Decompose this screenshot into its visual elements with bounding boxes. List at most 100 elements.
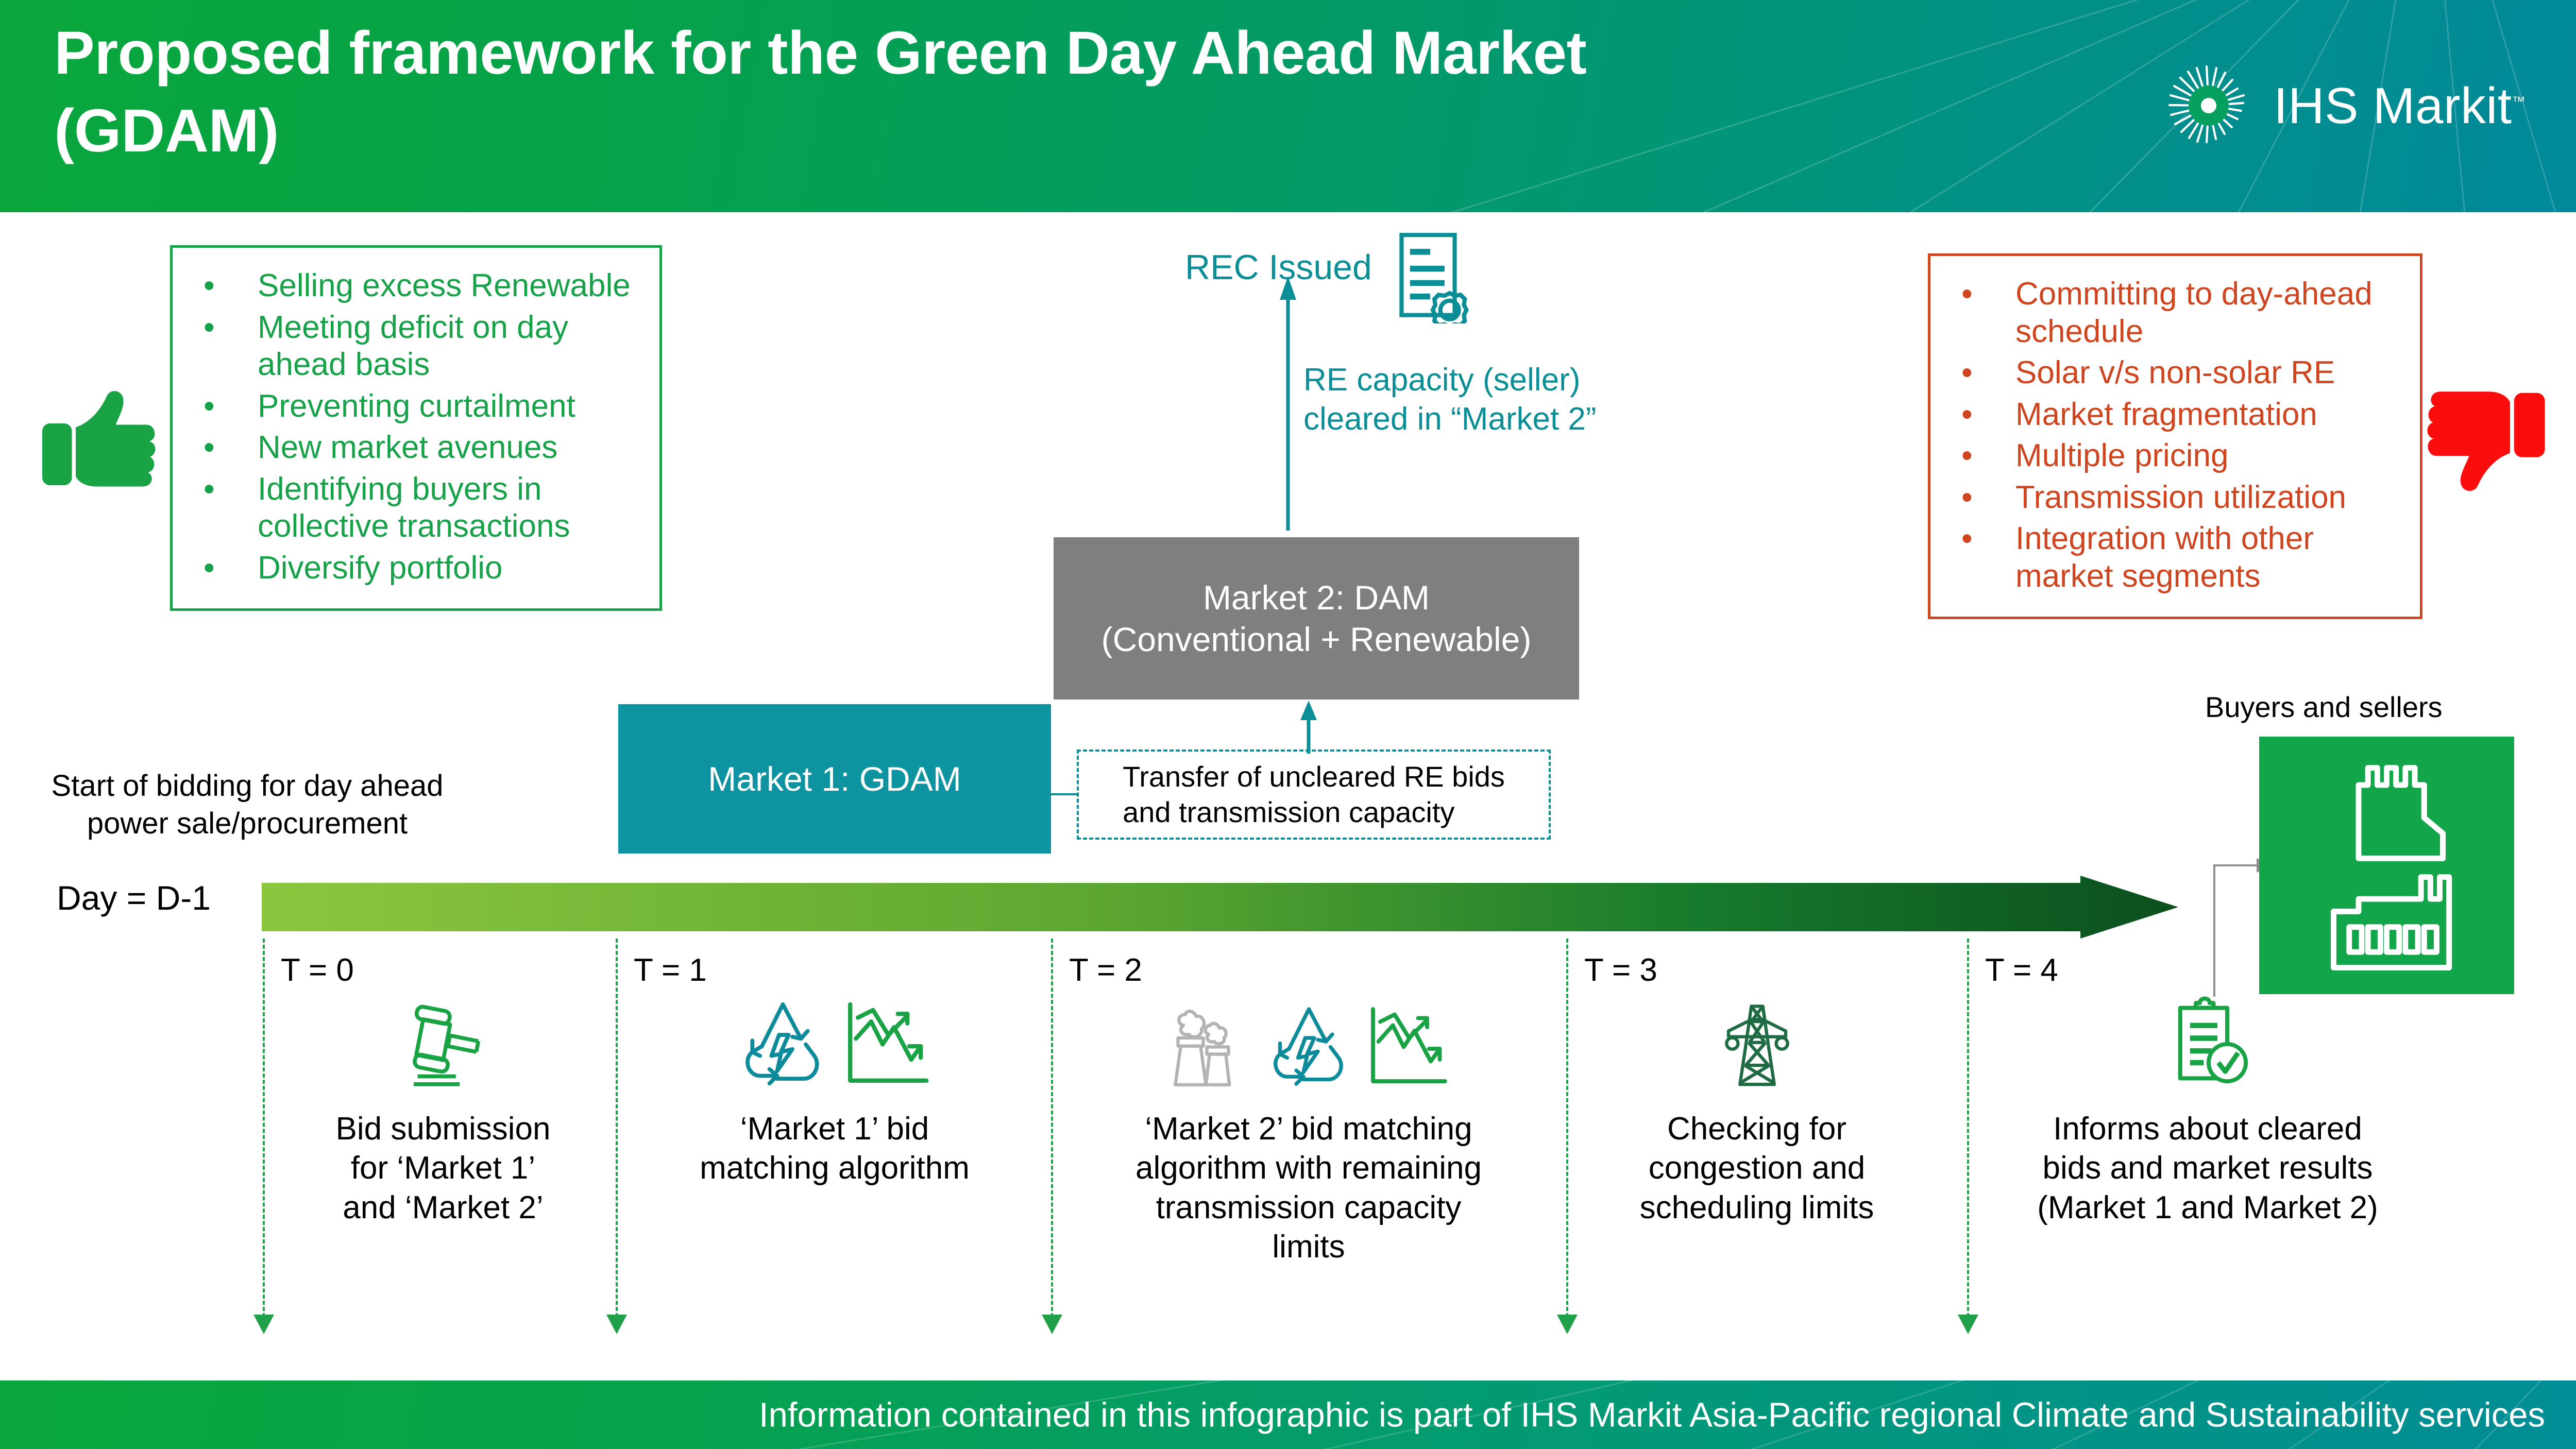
page-title: Proposed framework for the Green Day Ahe… [54,19,1587,165]
tick-arrow-t2 [1042,1315,1062,1334]
brand-wordmark: IHS Markit™ [2274,77,2526,135]
transfer-note-box: Transfer of uncleared RE bids and transm… [1077,749,1551,840]
benefit-text: Meeting deficit on day ahead basis [258,309,569,383]
line-chart-icon [848,1002,929,1083]
footer-decorative-rays [795,1380,2542,1449]
factory-icon [2355,765,2446,861]
ihs-markit-spiral-icon [2168,65,2245,144]
list-item: • Market fragmentation [1961,396,2404,434]
transmission-tower-icon [1724,1004,1789,1086]
tick-arrow-t3 [1557,1315,1578,1334]
benefit-text: Identifying buyers in collective transac… [258,471,570,544]
tick-label-t1: T = 1 [634,952,707,988]
bullet-icon: • [204,550,215,586]
stage-t1: ‘Market 1’ bid matching algorithm [636,994,1033,1188]
tick-arrow-t0 [253,1315,274,1334]
bullet-icon: • [1961,521,1973,557]
bullet-icon: • [1961,479,1973,515]
bullet-icon: • [204,471,215,507]
trademark-symbol: ™ [2512,93,2526,109]
benefit-text: New market avenues [258,430,558,466]
list-item: • Identifying buyers in collective transa… [204,471,644,545]
list-item: • New market avenues [204,429,644,467]
tick-arrow-t4 [1958,1315,1978,1334]
day-label: Day = D-1 [57,879,211,917]
challenge-text: Solar v/s non-solar RE [2015,355,2335,391]
bullet-icon: • [1961,396,1973,432]
renewable-energy-recycle-icon [745,1002,819,1086]
challenge-text: Market fragmentation [2015,396,2317,432]
rec-upward-arrow [1280,276,1296,531]
bullet-icon: • [1961,355,1973,391]
stage-t1-icons [636,994,1033,1092]
stage-t0-icons [283,994,603,1092]
tick-label-t3: T = 3 [1584,952,1657,988]
challenges-list: • Committing to day-ahead schedule • Solar… [1930,256,2420,595]
market1-box: Market 1: GDAM [618,704,1051,854]
list-item: • Meeting deficit on day ahead basis [204,309,644,384]
list-item: • Integration with other market segments [1961,520,2404,595]
buyers-and-sellers-box [2259,737,2514,994]
challenge-text: Committing to day-ahead schedule [2015,276,2372,349]
thumbs-down-icon [2427,391,2545,491]
stage-t2-text: ‘Market 2’ bid matching algorithm with r… [1136,1111,1482,1265]
page-header: Proposed framework for the Green Day Ahe… [0,0,2576,212]
stage-t3-text: Checking for congestion and scheduling l… [1639,1111,1874,1225]
stage-t2: ‘Market 2’ bid matching algorithm with r… [1072,994,1546,1267]
list-item: • Preventing curtailment [204,388,644,425]
bullet-icon: • [204,309,215,345]
power-plant-icon [1173,1010,1231,1087]
brand-logo: IHS Markit™ [2157,54,2526,157]
bullet-icon: • [204,268,215,303]
page-footer: Information contained in this infographi… [0,1380,2576,1449]
stage-t2-icons [1072,994,1546,1092]
line-chart-icon [1370,1007,1447,1083]
challenge-text: Transmission utilization [2015,479,2347,515]
list-item: • Multiple pricing [1961,437,2404,475]
transfer-connector-line [1051,793,1079,795]
bullet-icon: • [1961,276,1973,312]
tick-line-t1 [616,939,618,1317]
benefit-text: Selling excess Renewable [258,268,631,303]
tick-label-t4: T = 4 [1985,952,2058,988]
tick-line-t4 [1967,939,1969,1317]
tick-label-t0: T = 0 [281,952,354,988]
list-item: • Selling excess Renewable [204,267,644,305]
transfer-upward-arrow [1300,701,1317,754]
bullet-icon: • [204,430,215,466]
thumbs-up-icon [42,391,156,487]
industrial-building-icon [2331,874,2452,970]
stage-t0: Bid submission for ‘Market 1’ and ‘Marke… [283,994,603,1228]
stage-t1-text: ‘Market 1’ bid matching algorithm [700,1111,970,1186]
list-item: •Diversify portfolio [204,550,644,587]
tick-line-t2 [1051,939,1053,1317]
renewable-energy-recycle-icon [1273,1007,1343,1086]
stage-t0-text: Bid submission for ‘Market 1’ and ‘Marke… [335,1111,551,1225]
gavel-icon [413,1004,481,1086]
stage-t4-text: Informs about cleared bids and market re… [2037,1111,2378,1225]
tick-line-t3 [1566,939,1568,1317]
buyers-sellers-icons [2331,765,2452,970]
footer-text: Information contained in this infographi… [759,1395,2545,1434]
list-item: • Solar v/s non-solar RE [1961,354,2404,392]
rec-issued-label: REC Issued [1185,248,1372,287]
market2-box: Market 2: DAM (Conventional + Renewable) [1054,537,1579,700]
list-item: • Committing to day-ahead schedule [1961,276,2404,350]
tick-label-t2: T = 2 [1069,952,1142,988]
bullet-icon: • [1961,438,1973,474]
challenge-text: Integration with other market segments [2015,521,2314,594]
stage-t3: Checking for congestion and scheduling l… [1577,994,1937,1228]
certificate-icon [1399,233,1469,323]
rec-caption: RE capacity (seller) cleared in “Market … [1303,362,1597,437]
tick-arrow-t1 [606,1315,627,1334]
brand-wordmark-text: IHS Markit [2274,77,2512,134]
clipboard-check-icon [2178,996,2248,1084]
stage-t3-icons [1577,994,1937,1092]
benefit-text: Preventing curtailment [258,388,575,424]
benefits-box: • Selling excess Renewable • Meeting defic… [170,245,662,611]
bullet-icon: • [204,388,215,424]
start-of-bidding-label: Start of bidding for day ahead power sal… [51,769,444,840]
benefits-list: • Selling excess Renewable • Meeting defic… [173,248,659,587]
challenge-text: Multiple pricing [2015,438,2229,474]
timeline-arrow [262,876,2178,939]
